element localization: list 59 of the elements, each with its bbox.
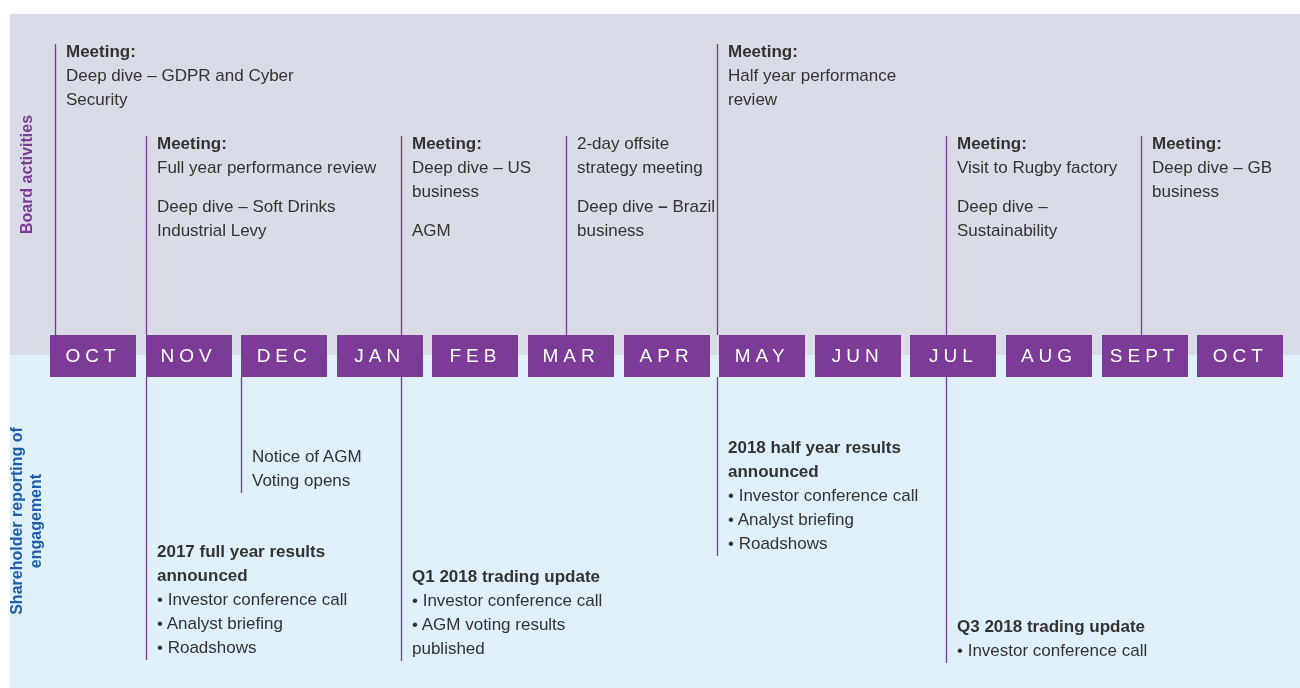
month-box: OCT [50, 335, 136, 377]
band-title: Shareholder reporting of engagement [7, 425, 45, 617]
month-box: AUG [1006, 335, 1092, 377]
month-box: DEC [241, 335, 328, 377]
event-text: • Analyst briefing [157, 613, 284, 635]
timeline-connector [145, 376, 148, 661]
event-text: • Investor conference call [412, 590, 604, 612]
month-box: FEB [432, 335, 519, 377]
timeline-connector [400, 376, 403, 662]
event-text: Deep dive – GB business [1152, 157, 1273, 203]
month-box: MAY [719, 335, 806, 377]
month-box: OCT [1197, 335, 1284, 377]
event-text: • Investor conference call [957, 640, 1149, 662]
event-text: • Investor conference call [157, 589, 349, 611]
event-text: 2-day offsite strategy meeting [577, 133, 704, 179]
event-text: Voting opens [252, 470, 352, 492]
band-title: Board activities [16, 113, 36, 236]
timeline-connector [400, 135, 403, 336]
month-box: NOV [145, 335, 232, 377]
event-text: • Roadshows [728, 533, 829, 555]
event-text: Deep dive – Brazil business [577, 196, 716, 242]
event-heading: Meeting: [157, 133, 228, 155]
timeline-connector [716, 376, 719, 557]
timeline-connector [240, 376, 243, 494]
timeline-connector [54, 43, 57, 336]
event-text: Half year performance review [728, 65, 898, 111]
event-text: AGM [412, 220, 452, 242]
month-box: MAR [528, 335, 614, 377]
event-heading: 2018 half year results announced [728, 437, 902, 483]
event-heading: Meeting: [66, 41, 137, 63]
event-text: Notice of AGM [252, 446, 363, 468]
month-box: SEPT [1101, 335, 1188, 377]
month-box: APR [623, 335, 710, 377]
timeline-connector [565, 135, 568, 336]
month-box: JAN [336, 335, 423, 377]
event-text: • Investor conference call [728, 485, 920, 507]
event-text: • Roadshows [157, 637, 258, 659]
event-text: • Analyst briefing [728, 509, 855, 531]
timeline-connector [145, 135, 148, 336]
event-text: Deep dive – Soft Drinks Industrial Levy [157, 196, 337, 242]
event-heading: 2017 full year results announced [157, 541, 327, 587]
event-heading: Meeting: [957, 133, 1028, 155]
month-box: JUN [814, 335, 901, 377]
event-text: Deep dive – GDPR and Cyber Security [66, 65, 295, 111]
event-heading: Q3 2018 trading update [957, 616, 1146, 638]
event-heading: Meeting: [412, 133, 483, 155]
event-text: Deep dive – US business [412, 157, 533, 203]
timeline-connector [1140, 135, 1143, 336]
month-box: JUL [910, 335, 997, 377]
event-heading: Q1 2018 trading update [412, 566, 601, 588]
event-text: • AGM voting results published [412, 614, 567, 660]
event-heading: Meeting: [1152, 133, 1223, 155]
timeline-connector [716, 43, 719, 336]
event-text: Full year performance review [157, 157, 378, 179]
timeline-connector [945, 376, 948, 664]
timeline-connector [945, 135, 948, 336]
event-text: Deep dive – Sustainability [957, 196, 1059, 242]
event-heading: Meeting: [728, 41, 799, 63]
event-text: Visit to Rugby factory [957, 157, 1119, 179]
